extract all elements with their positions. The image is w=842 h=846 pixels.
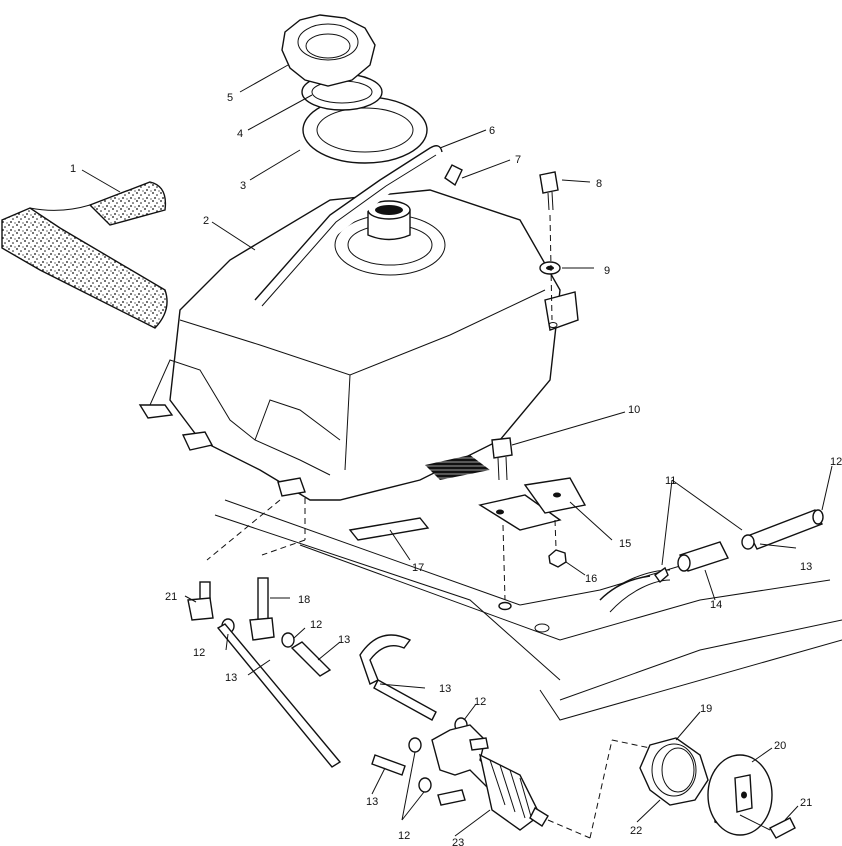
callout-22: 22 <box>630 825 642 837</box>
callout-6: 6 <box>489 125 495 137</box>
fuel-petcock <box>408 717 651 839</box>
callout-7: 7 <box>515 154 521 166</box>
callout-1: 1 <box>70 163 76 175</box>
callout-21-b: 21 <box>800 797 812 809</box>
seat-foam-pad <box>1 181 168 329</box>
callout-labels: 1 2 3 4 5 6 7 8 9 10 11 12 13 14 15 16 1… <box>70 92 842 846</box>
callout-12-b: 12 <box>193 647 205 659</box>
fuel-cap-set <box>281 14 428 164</box>
callout-17: 17 <box>412 562 424 574</box>
callout-13-e: 13 <box>366 796 378 808</box>
callout-8: 8 <box>596 178 602 190</box>
callout-12-c: 12 <box>310 619 322 631</box>
callout-23: 23 <box>452 837 464 846</box>
callout-2: 2 <box>203 215 209 227</box>
callout-13-b: 13 <box>338 634 350 646</box>
callout-10: 10 <box>628 404 640 416</box>
callout-18: 18 <box>298 594 310 606</box>
callout-11: 11 <box>665 475 676 487</box>
callout-15: 15 <box>619 538 631 550</box>
leader-lines <box>81 64 833 837</box>
callout-14: 14 <box>710 599 722 611</box>
callout-12-a: 12 <box>830 456 842 468</box>
sediment-bowl-set <box>639 737 796 839</box>
callout-12-e: 12 <box>398 830 410 842</box>
callout-13-a: 13 <box>800 561 812 573</box>
callout-4: 4 <box>237 128 243 140</box>
callout-16: 16 <box>585 573 597 585</box>
callout-20: 20 <box>774 740 786 752</box>
callout-13-d: 13 <box>439 683 451 695</box>
callout-12-d: 12 <box>474 696 486 708</box>
callout-3: 3 <box>240 180 246 192</box>
callout-21-a: 21 <box>165 591 177 603</box>
mount-bolt-bottom <box>478 437 587 611</box>
frame-rails <box>214 499 842 721</box>
mount-bolt-top <box>539 171 561 321</box>
fuel-outlet-fittings <box>187 498 437 776</box>
callout-5: 5 <box>227 92 233 104</box>
heat-shield <box>348 517 430 541</box>
callout-9: 9 <box>604 265 610 277</box>
callout-19: 19 <box>700 703 712 715</box>
vent-hose-inner <box>261 154 437 307</box>
fuel-tank <box>138 189 579 501</box>
inline-fuel-filter <box>599 509 824 601</box>
callout-13-c: 13 <box>225 672 237 684</box>
vent-fitting <box>444 164 463 187</box>
